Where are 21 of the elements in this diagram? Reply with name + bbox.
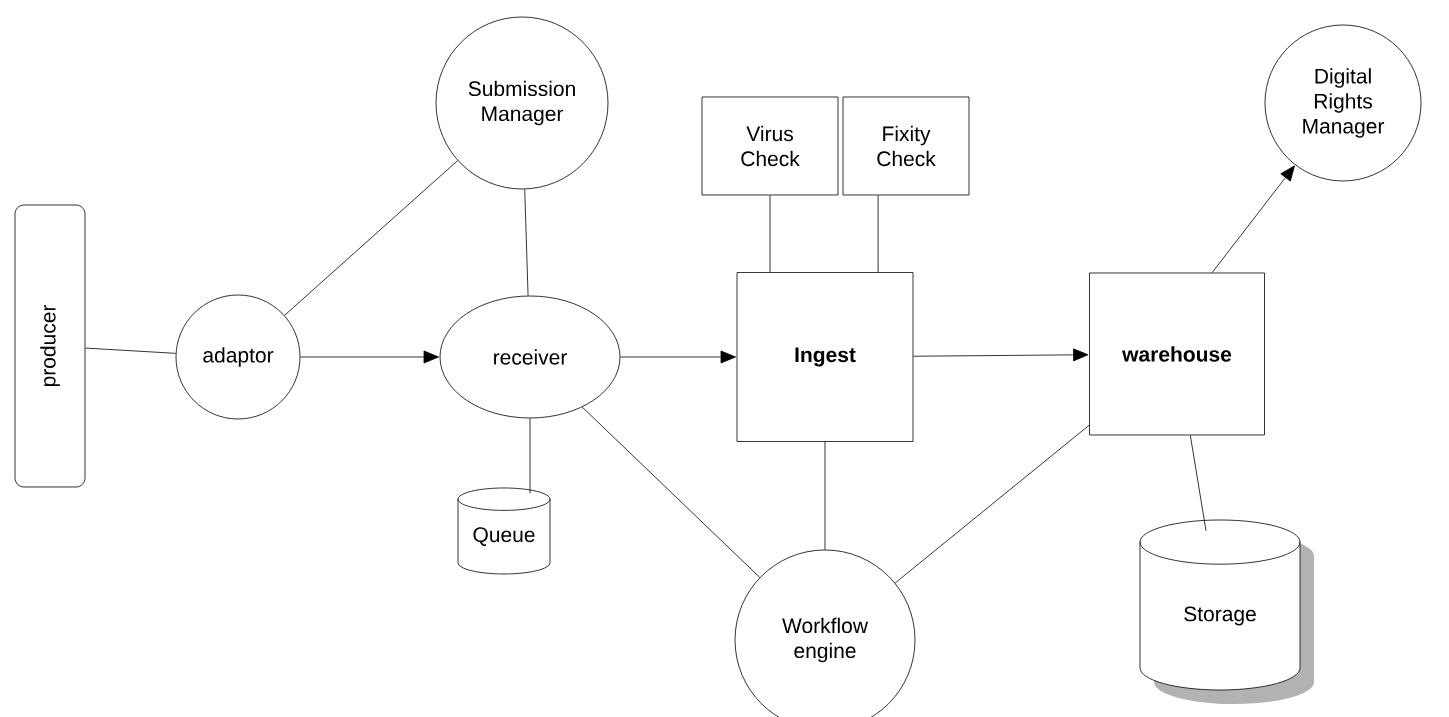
connector-line (524, 188, 529, 296)
arrow (913, 348, 1089, 362)
process-box: Ingest (736, 272, 914, 442)
process-box: Fixity Check (842, 96, 970, 196)
connector-line (284, 160, 458, 316)
arrow (620, 350, 736, 364)
process-box: warehouse (1089, 272, 1265, 436)
database-cylinder: Queue (457, 487, 551, 575)
arrow (300, 350, 439, 364)
arrow (1211, 165, 1295, 273)
connector-line (894, 424, 1090, 584)
database-cylinder: Storage (1139, 519, 1314, 704)
connector-line (1189, 435, 1207, 532)
connector-line (529, 418, 531, 494)
connector-line (769, 195, 771, 273)
connector-line (877, 195, 879, 273)
process-box: Virus Check (701, 96, 839, 196)
rounded-box: producer (14, 204, 86, 488)
connector-line (581, 406, 761, 578)
connector-line (85, 347, 177, 354)
connector-line (824, 441, 826, 550)
